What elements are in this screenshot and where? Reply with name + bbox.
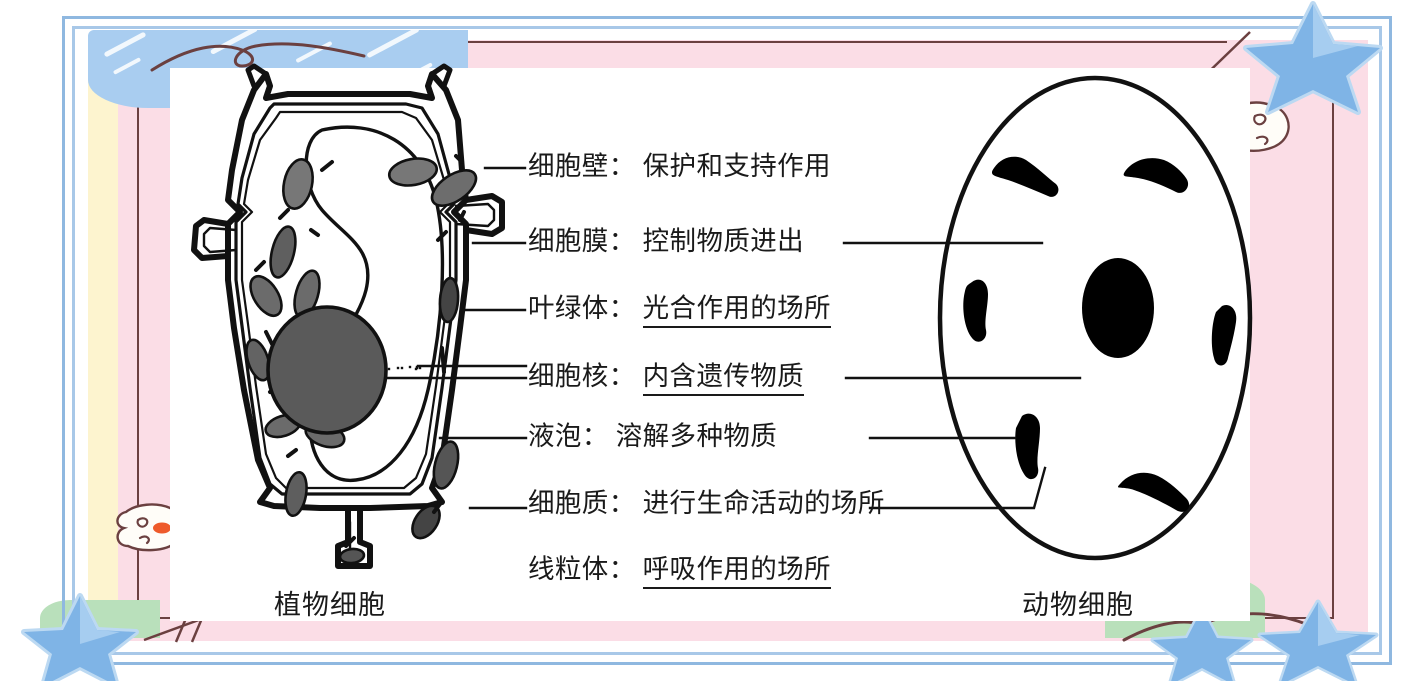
label-mitochondria: 线粒体： 呼吸作用的场所	[528, 554, 831, 589]
label-chloroplast: 叶绿体： 光合作用的场所	[528, 293, 831, 328]
label-desc: 保护和支持作用	[642, 151, 831, 181]
plant-cell-diagram	[191, 63, 505, 569]
animal-cell-diagram	[937, 75, 1253, 561]
leader-lines	[384, 166, 1082, 510]
label-colon: ：	[608, 361, 636, 391]
label-colon: ：	[608, 151, 636, 181]
star-decoration-bottom-right	[1248, 598, 1388, 681]
label-colon: ：	[608, 226, 636, 256]
label-term: 细胞膜	[528, 226, 609, 256]
animal-mitochondria-group	[963, 156, 1237, 512]
content-panel: 细胞壁： 保护和支持作用 细胞膜： 控制物质进出 叶绿体： 光合作用的场所 细胞…	[170, 63, 1253, 621]
label-colon: ：	[608, 293, 636, 323]
star-decoration-bottom-mid	[1146, 606, 1258, 681]
label-cell-wall: 细胞壁： 保护和支持作用	[528, 153, 831, 180]
label-colon: ：	[608, 488, 636, 518]
caption-animal-cell: 动物细胞	[1022, 590, 1134, 620]
star-decoration-bottom-left	[16, 592, 144, 681]
label-desc: 光合作用的场所	[642, 293, 831, 328]
label-colon: ：	[581, 421, 609, 451]
caption-plant-cell: 植物细胞	[274, 590, 386, 620]
border-band-brown-line-top	[137, 41, 1227, 43]
cloud-doodle-left	[110, 498, 190, 560]
label-desc: 内含遗传物质	[642, 361, 805, 396]
label-desc: 溶解多种物质	[615, 421, 778, 451]
label-nucleus: 细胞核： 内含遗传物质	[528, 361, 805, 396]
label-term: 叶绿体	[528, 293, 609, 323]
label-term: 液泡	[528, 421, 582, 451]
label-term: 细胞核	[528, 361, 609, 391]
label-term: 线粒体	[528, 554, 609, 584]
label-colon: ：	[608, 554, 636, 584]
label-vacuole: 液泡： 溶解多种物质	[528, 423, 777, 450]
label-desc: 呼吸作用的场所	[642, 554, 831, 589]
label-term: 细胞壁	[528, 151, 609, 181]
doodle-swirl-top-left	[150, 42, 366, 72]
label-desc: 进行生命活动的场所	[642, 488, 885, 518]
label-cell-membrane: 细胞膜： 控制物质进出	[528, 228, 804, 255]
plant-nucleus	[266, 305, 388, 435]
frame-outer-border	[62, 16, 1392, 665]
animal-nucleus	[1082, 258, 1154, 358]
label-cytoplasm: 细胞质： 进行生命活动的场所	[528, 490, 885, 517]
label-term: 细胞质	[528, 488, 609, 518]
frame-inner-border	[72, 26, 1382, 655]
star-decoration-top-right	[1238, 0, 1388, 116]
label-desc: 控制物质进出	[642, 226, 805, 256]
